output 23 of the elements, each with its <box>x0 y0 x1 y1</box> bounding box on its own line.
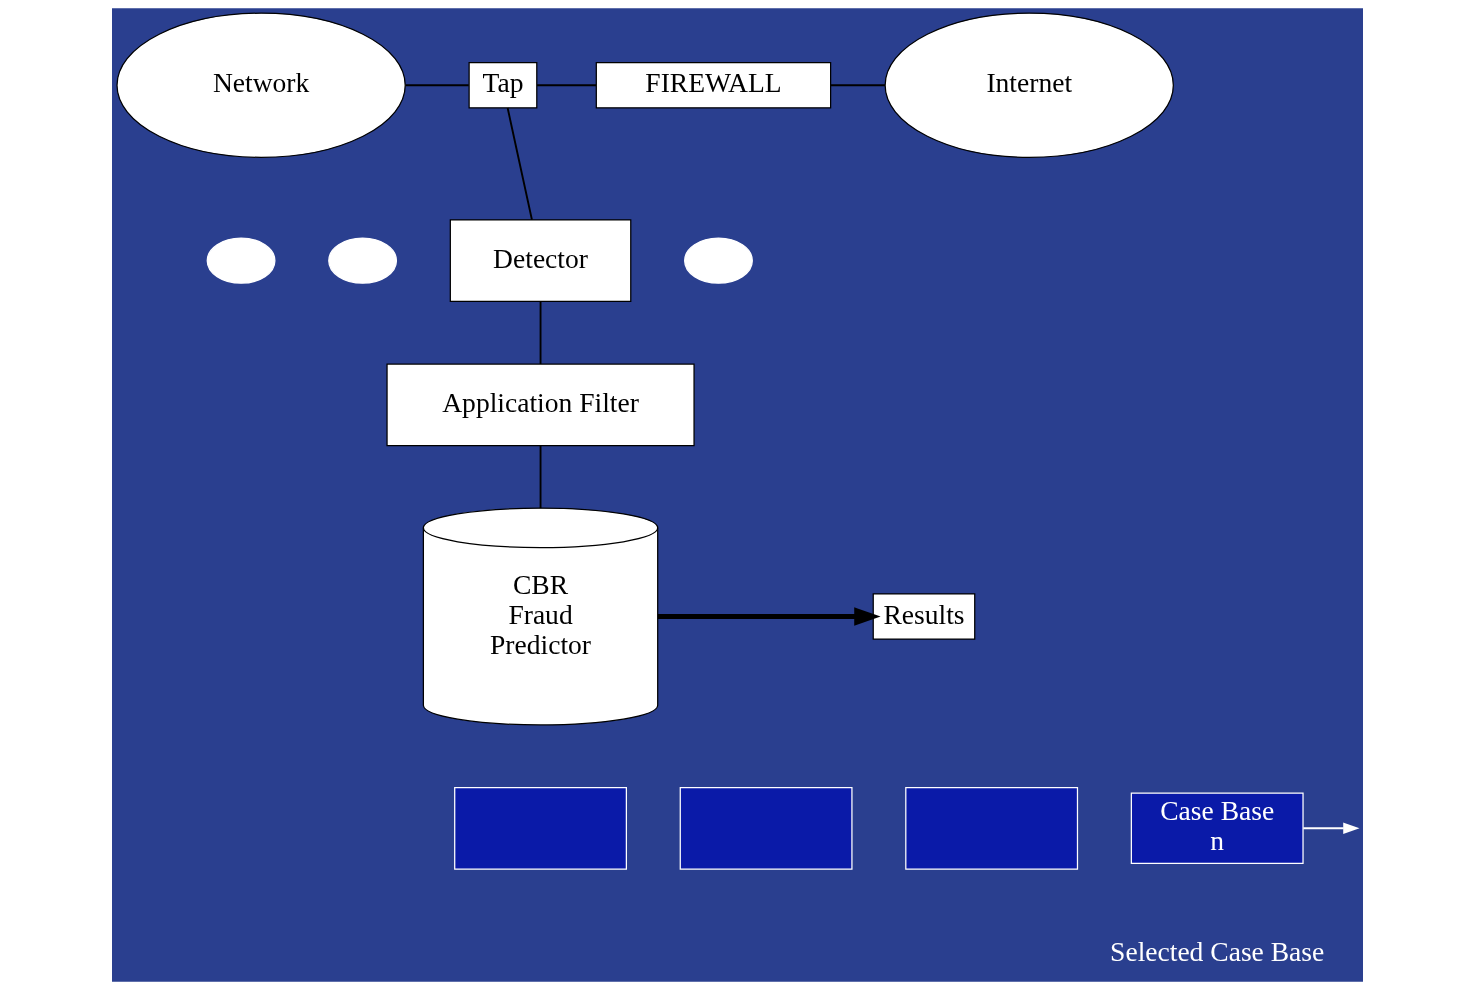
node-box <box>679 786 853 870</box>
node-ellipse <box>206 237 276 284</box>
node-box: Results <box>872 593 975 640</box>
arrow <box>1301 822 1360 835</box>
node-ellipse: Network <box>115 12 406 158</box>
connector <box>404 84 470 87</box>
node-box: Application Filter <box>385 363 695 447</box>
connector <box>506 107 533 221</box>
node-ellipse <box>327 237 397 284</box>
connector <box>539 300 541 365</box>
node-ellipse <box>683 237 753 284</box>
label: Selected Case Base <box>1109 936 1324 968</box>
connector <box>535 84 597 87</box>
node-box: Case Base n <box>1130 792 1304 865</box>
connector <box>829 84 886 87</box>
node-box <box>904 786 1078 870</box>
node-box: Detector <box>449 219 631 303</box>
node-box: Tap <box>468 62 537 109</box>
node-ellipse: Internet <box>884 12 1174 158</box>
node-box <box>453 786 627 870</box>
node-box: FIREWALL <box>595 62 831 109</box>
arrow <box>657 607 881 626</box>
connector <box>539 444 541 510</box>
